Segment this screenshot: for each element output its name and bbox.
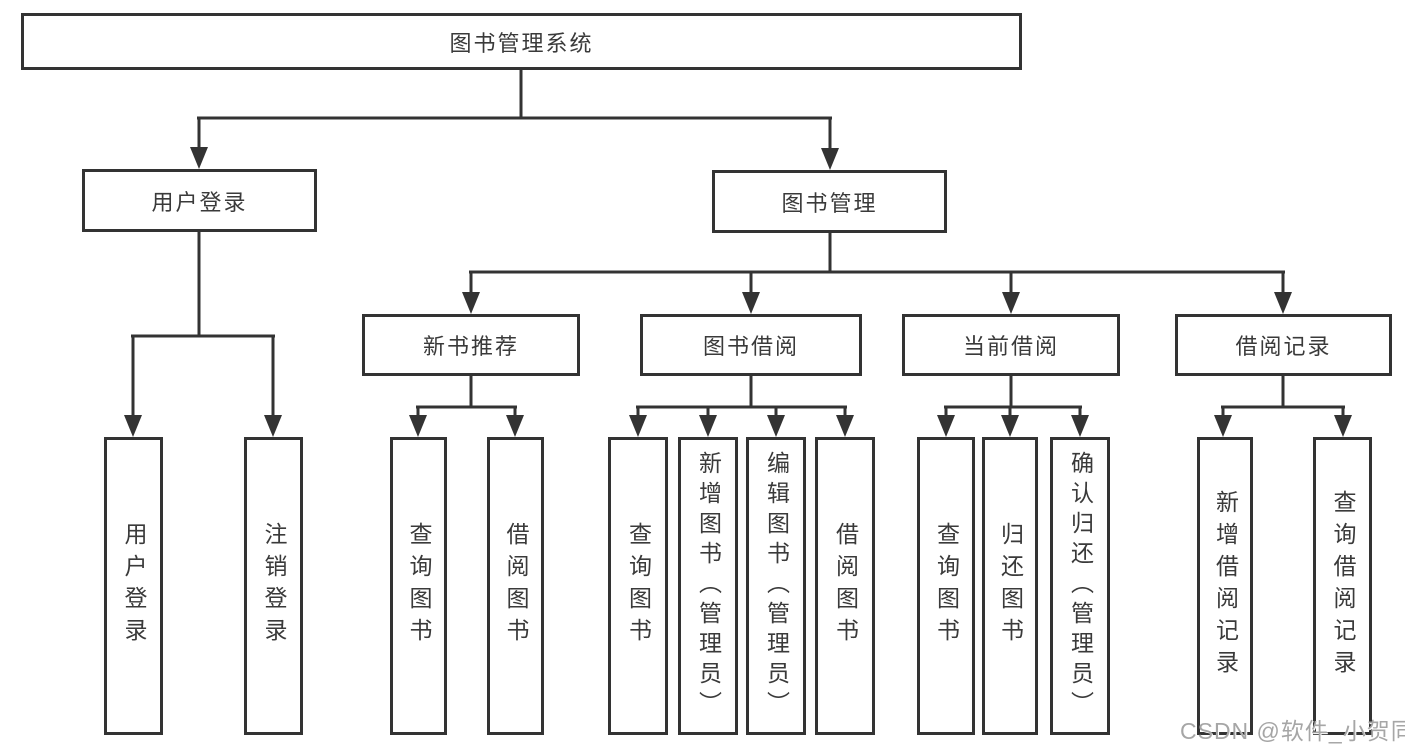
leaf-current-confirm-return-admin: 确认归还（管理员） — [1050, 437, 1110, 735]
node-user-login: 用户登录 — [82, 169, 317, 232]
leaf-borrowing-edit-books-admin: 编辑图书（管理员） — [746, 437, 806, 735]
leaf-current-return-books: 归还图书 — [982, 437, 1038, 735]
leaf-user-login: 用户登录 — [104, 437, 163, 735]
node-new-book-recommend: 新书推荐 — [362, 314, 580, 376]
leaf-records-add-record: 新增借阅记录 — [1197, 437, 1253, 735]
leaf-borrowing-borrow-books: 借阅图书 — [815, 437, 875, 735]
leaf-records-query-record: 查询借阅记录 — [1313, 437, 1372, 735]
leaf-borrowing-add-books-admin: 新增图书（管理员） — [678, 437, 738, 735]
leaf-current-query-books: 查询图书 — [917, 437, 975, 735]
node-borrowing-records: 借阅记录 — [1175, 314, 1392, 376]
leaf-recommend-borrow-books: 借阅图书 — [487, 437, 544, 735]
node-book-management: 图书管理 — [712, 170, 947, 233]
leaf-logout: 注销登录 — [244, 437, 303, 735]
csdn-watermark: CSDN @软件_小贺同学 — [1180, 718, 1405, 744]
leaf-borrowing-query-books: 查询图书 — [608, 437, 668, 735]
node-current-borrowing: 当前借阅 — [902, 314, 1120, 376]
node-root-system: 图书管理系统 — [21, 13, 1022, 70]
node-book-borrowing: 图书借阅 — [640, 314, 862, 376]
leaf-recommend-query-books: 查询图书 — [390, 437, 447, 735]
